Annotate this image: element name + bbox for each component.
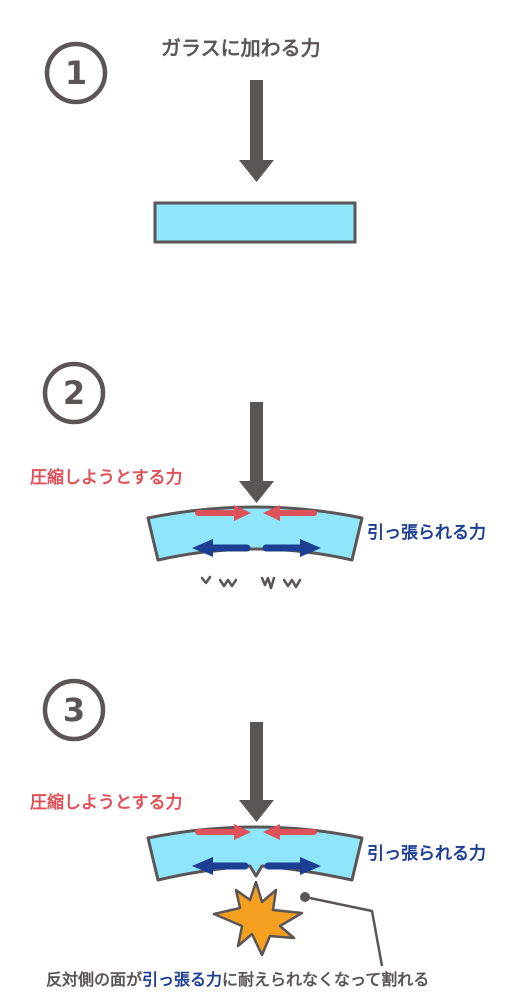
step-2-compression-arrow-left bbox=[195, 505, 251, 521]
step-3-tension-arrow-left bbox=[192, 857, 249, 875]
caption-highlight: 引っ張る力 bbox=[142, 970, 223, 989]
step-3-compression-arrow-right bbox=[263, 824, 317, 840]
step-2-number-badge: 2 bbox=[42, 361, 106, 425]
step-3-caption: 反対側の面が引っ張る力に耐えられなくなって割れる bbox=[46, 972, 429, 988]
step-2-tension-arrow-right bbox=[262, 539, 321, 557]
caption-before: 反対側の面が bbox=[46, 970, 143, 989]
step-2-tension-arrow-left bbox=[192, 539, 251, 557]
step-3-tension-arrow-right bbox=[264, 857, 321, 875]
step-3-number: 3 bbox=[63, 691, 85, 729]
step-1-glass-pane bbox=[153, 201, 357, 244]
step-1-title: ガラスに加わる力 bbox=[161, 36, 321, 60]
step-2-compression-label: 圧縮しようとする力 bbox=[30, 468, 183, 488]
step-1-number-badge: 1 bbox=[44, 41, 108, 105]
caption-after: に耐えられなくなって割れる bbox=[222, 970, 430, 989]
step-3-tension-label: 引っ張られる力 bbox=[367, 844, 486, 864]
step-1-force-arrow bbox=[239, 80, 274, 182]
step-1: 1 bbox=[44, 41, 357, 244]
step-3-number-badge: 3 bbox=[42, 678, 106, 742]
step-2: 2 bbox=[42, 361, 364, 590]
step-2-number: 2 bbox=[63, 374, 85, 412]
step-2-bent-glass bbox=[146, 505, 364, 562]
step-3-compression-arrow-left bbox=[195, 824, 251, 840]
step-2-surface-strain-marks bbox=[200, 575, 302, 590]
step-1-number: 1 bbox=[65, 54, 87, 92]
step-3: 3 bbox=[42, 678, 384, 967]
step-3-cracked-glass bbox=[146, 825, 364, 882]
step-3-force-arrow bbox=[239, 722, 274, 822]
step-3-fracture-burst bbox=[212, 880, 304, 957]
step-2-tension-label: 引っ張られる力 bbox=[367, 523, 486, 543]
step-3-compression-label: 圧縮しようとする力 bbox=[30, 793, 183, 813]
step-3-callout-leader bbox=[300, 892, 384, 967]
step-2-compression-arrow-right bbox=[263, 505, 317, 521]
step-2-force-arrow bbox=[239, 402, 274, 503]
